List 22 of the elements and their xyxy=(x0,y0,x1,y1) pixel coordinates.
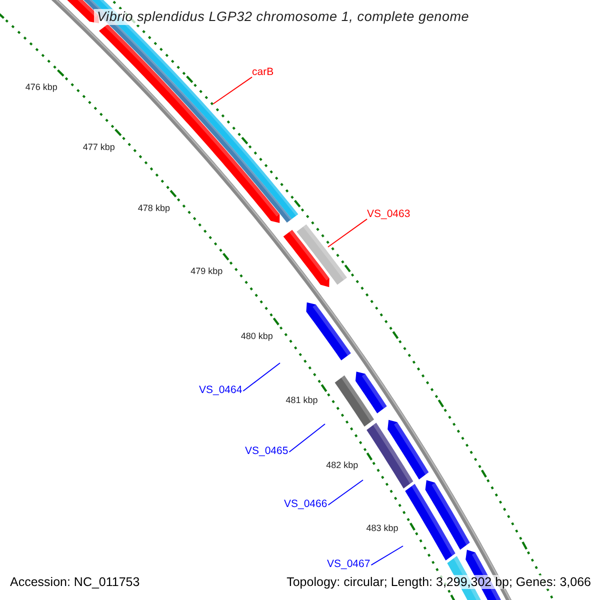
tick-label: 483 kbp xyxy=(366,522,398,534)
tick-label: 476 kbp xyxy=(25,82,58,92)
tick-label: 478 kbp xyxy=(138,202,170,214)
leader-line xyxy=(288,424,326,453)
tick-label: 481 kbp xyxy=(286,395,318,406)
tick-label: 482 kbp xyxy=(326,460,358,470)
leader-line xyxy=(328,218,368,248)
leader-line xyxy=(328,480,364,506)
gene-label: carB xyxy=(252,66,274,78)
leader-line xyxy=(370,546,404,566)
leader-line xyxy=(242,362,280,392)
accession-text: Accession: NC_011753 xyxy=(10,574,140,590)
tick-label: 477 kbp xyxy=(82,142,115,152)
summary-text: Topology: circular; Length: 3,299,302 bp; Genes: 3,066 xyxy=(286,574,591,590)
gene-label: VS_0465 xyxy=(245,445,288,458)
gene-label: VS_0464 xyxy=(199,384,242,396)
leader-line xyxy=(212,76,252,104)
gene-label: VS_0467 xyxy=(327,558,370,570)
gene-label: VS_0463 xyxy=(367,208,410,220)
gene-label: VS_0466 xyxy=(284,498,328,510)
tick-label: 480 kbp xyxy=(240,330,273,341)
tick-label: 479 kbp xyxy=(190,266,223,276)
